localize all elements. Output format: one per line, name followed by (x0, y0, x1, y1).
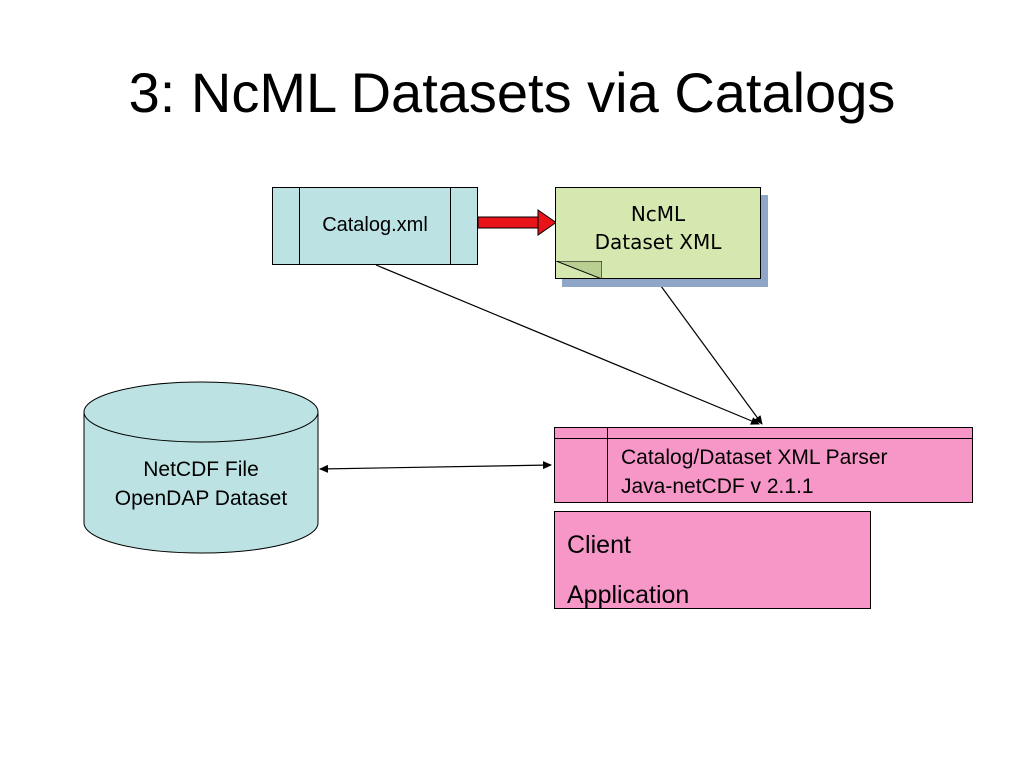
client-label-line1: Client (567, 531, 631, 559)
client-label-line2: Application (567, 581, 690, 609)
parser-divider-horizontal (555, 438, 972, 439)
catalog-right-divider (450, 188, 451, 264)
parser-label-line2: Java-netCDF v 2.1.1 (621, 475, 814, 498)
netcdf-label: NetCDF File OpenDAP Dataset (84, 455, 318, 513)
note-fold-icon (556, 261, 602, 279)
netcdf-parser-double-arrow (319, 461, 552, 473)
ncml-dataset-label: NcML Dataset XML (556, 200, 760, 256)
catalog-xml-label: Catalog.xml (322, 214, 428, 236)
parser-label: Catalog/Dataset XML Parser Java-netCDF v… (621, 443, 888, 501)
ncml-dataset-node: NcML Dataset XML (555, 187, 761, 279)
ncml-to-parser-arrow (657, 281, 763, 425)
catalog-left-divider (299, 188, 300, 264)
catalog-to-ncml-arrow (477, 209, 557, 236)
slide-title: 3: NcML Datasets via Catalogs (128, 61, 896, 124)
parser-node: Catalog/Dataset XML Parser Java-netCDF v… (554, 427, 973, 503)
netcdf-label-line1: NetCDF File (143, 458, 259, 481)
netcdf-cylinder (83, 381, 319, 554)
catalog-to-parser-arrow (375, 264, 760, 425)
client-label: Client Application (567, 520, 689, 620)
netcdf-label-line2: OpenDAP Dataset (114, 487, 288, 510)
ncml-label-line1: NcML (630, 202, 686, 226)
client-application-node: Client Application (554, 511, 871, 609)
catalog-xml-node: Catalog.xml (272, 187, 478, 265)
ncml-label-line2: Dataset XML (594, 230, 722, 254)
parser-label-line1: Catalog/Dataset XML Parser (621, 446, 888, 469)
parser-divider-vertical (607, 428, 608, 502)
